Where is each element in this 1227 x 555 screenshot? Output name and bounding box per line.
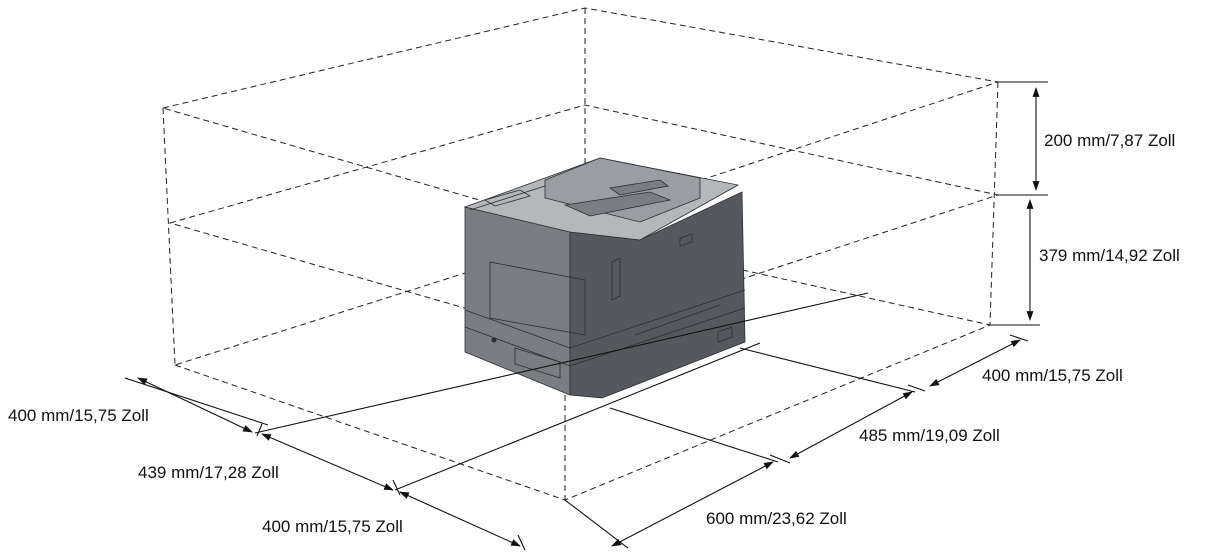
label-right-clearance-back: 400 mm/15,75 Zoll <box>982 366 1123 385</box>
label-left-clearance-front: 400 mm/15,75 Zoll <box>262 517 403 536</box>
label-right-front: 600 mm/23,62 Zoll <box>706 509 847 528</box>
label-top-height: 200 mm/7,87 Zoll <box>1044 131 1175 150</box>
label-printer-height: 379 mm/14,92 Zoll <box>1039 246 1180 265</box>
label-left-width: 439 mm/17,28 Zoll <box>138 463 279 482</box>
printer <box>463 157 746 399</box>
dimension-arrows <box>137 87 1040 547</box>
label-left-clearance: 400 mm/15,75 Zoll <box>8 406 149 425</box>
label-right-depth: 485 mm/19,09 Zoll <box>859 426 1000 445</box>
